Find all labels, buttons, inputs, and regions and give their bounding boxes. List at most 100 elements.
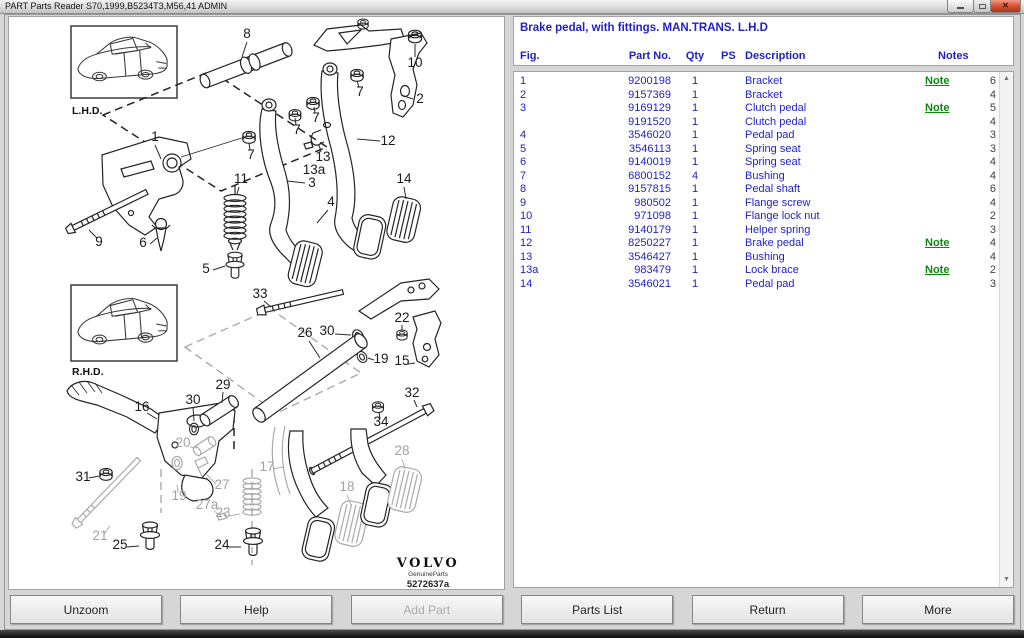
more-button[interactable]: More (861, 595, 1014, 624)
callout-3[interactable]: 3 (308, 175, 316, 190)
cell-qty: 1 (691, 210, 699, 222)
cell-part: 6800152 (628, 169, 671, 182)
diagram-panel: L.H.D. R.H.D. (8, 16, 505, 590)
cell-part: 9157369 (628, 88, 671, 101)
cell-part: 3546020 (628, 129, 671, 141)
callout-24[interactable]: 24 (214, 537, 230, 552)
cell-part: 983479 (634, 264, 671, 276)
cell-part: 9169129 (628, 102, 671, 114)
callout-12[interactable]: 12 (380, 133, 395, 148)
callout-11[interactable]: 11 (234, 171, 248, 186)
callout-21[interactable]: 21 (92, 528, 107, 543)
callout-20[interactable]: 20 (175, 435, 190, 450)
return-button[interactable]: Return (691, 595, 844, 624)
cell-qty: 1 (691, 250, 699, 263)
note-link[interactable]: Note (925, 264, 950, 276)
callout-6[interactable]: 6 (139, 235, 147, 250)
cell-desc: Pedal shaft (745, 183, 801, 195)
callout-30[interactable]: 30 (185, 392, 200, 407)
callout-2[interactable]: 2 (416, 91, 424, 106)
callout-28[interactable]: 28 (394, 443, 409, 458)
cell-qty: 1 (691, 277, 699, 290)
column-header-desc: Description (745, 50, 806, 62)
help-button[interactable]: Help (180, 595, 333, 624)
note-link[interactable]: Note (925, 237, 950, 249)
cell-fig: 10 (520, 210, 533, 222)
car-lhd-illustration (77, 36, 168, 82)
callout-29[interactable]: 29 (215, 377, 230, 392)
callout-31[interactable]: 31 (75, 469, 90, 484)
callout-19[interactable]: 19 (171, 488, 186, 503)
callout-7[interactable]: 7 (312, 110, 320, 125)
callout-34[interactable]: 34 (373, 414, 389, 429)
callout-27a[interactable]: 27a (196, 497, 219, 512)
note-link[interactable]: Note (925, 75, 950, 87)
minimize-button[interactable] (947, 0, 974, 13)
volvo-logo: VOLVO GenuineParts 5272637a (396, 556, 459, 589)
volvo-brand: VOLVO (396, 556, 459, 571)
callout-7[interactable]: 7 (293, 122, 301, 137)
cell-qty: 1 (691, 142, 699, 155)
callout-7[interactable]: 7 (247, 147, 255, 162)
cell-desc: Pedal pad (745, 277, 795, 290)
callout-4[interactable]: 4 (327, 194, 335, 209)
callout-14[interactable]: 14 (396, 171, 412, 186)
scroll-up-icon[interactable]: ▲ (1003, 75, 1010, 82)
callout-18[interactable]: 18 (339, 479, 354, 494)
close-button[interactable]: ✕ (990, 0, 1021, 13)
volvo-sub: GenuineParts (408, 571, 448, 578)
callout-10[interactable]: 10 (407, 55, 422, 70)
maximize-button[interactable] (973, 0, 991, 13)
cell-qty: 1 (691, 223, 699, 236)
callout-8[interactable]: 8 (243, 26, 251, 41)
scroll-down-icon[interactable]: ▼ (1003, 576, 1010, 583)
cell-desc: Lock brace (745, 264, 799, 276)
callout-32[interactable]: 32 (404, 385, 419, 400)
callout-33[interactable]: 33 (252, 286, 267, 301)
callout-17[interactable]: 17 (259, 459, 274, 474)
cell-desc: Spring seat (745, 156, 801, 168)
callout-16[interactable]: 16 (134, 399, 149, 414)
callout-26[interactable]: 26 (297, 325, 312, 340)
drawing-number: 5272637a (407, 579, 450, 589)
cell-notes: Note (925, 75, 985, 89)
cell-value: 3 (989, 223, 996, 236)
callout-22[interactable]: 22 (394, 310, 409, 325)
callout-5[interactable]: 5 (202, 261, 210, 276)
callout-30[interactable]: 30 (319, 323, 334, 338)
callout-25[interactable]: 25 (112, 537, 127, 552)
callout-9[interactable]: 9 (95, 234, 103, 249)
callout-13a[interactable]: 13a (303, 162, 326, 177)
cell-fig: 5 (520, 142, 527, 155)
note-link[interactable]: Note (925, 102, 950, 114)
cell-part: 980502 (634, 196, 671, 209)
callout-13[interactable]: 13 (315, 149, 330, 164)
callout-27[interactable]: 27 (214, 477, 229, 492)
callout-23[interactable]: 23 (215, 505, 230, 520)
column-header-fig: Fig. (520, 50, 540, 62)
callout-7[interactable]: 7 (356, 84, 364, 99)
table-scrollbar[interactable]: ▲ ▼ (999, 72, 1013, 587)
unzoom-button[interactable]: Unzoom (10, 595, 162, 624)
callout-1[interactable]: 1 (151, 129, 159, 144)
callout-19[interactable]: 19 (373, 351, 388, 366)
callout-15[interactable]: 15 (394, 353, 409, 368)
diagram-canvas[interactable]: L.H.D. R.H.D. (9, 17, 504, 589)
parts-list-button[interactable]: Parts List (521, 595, 674, 624)
